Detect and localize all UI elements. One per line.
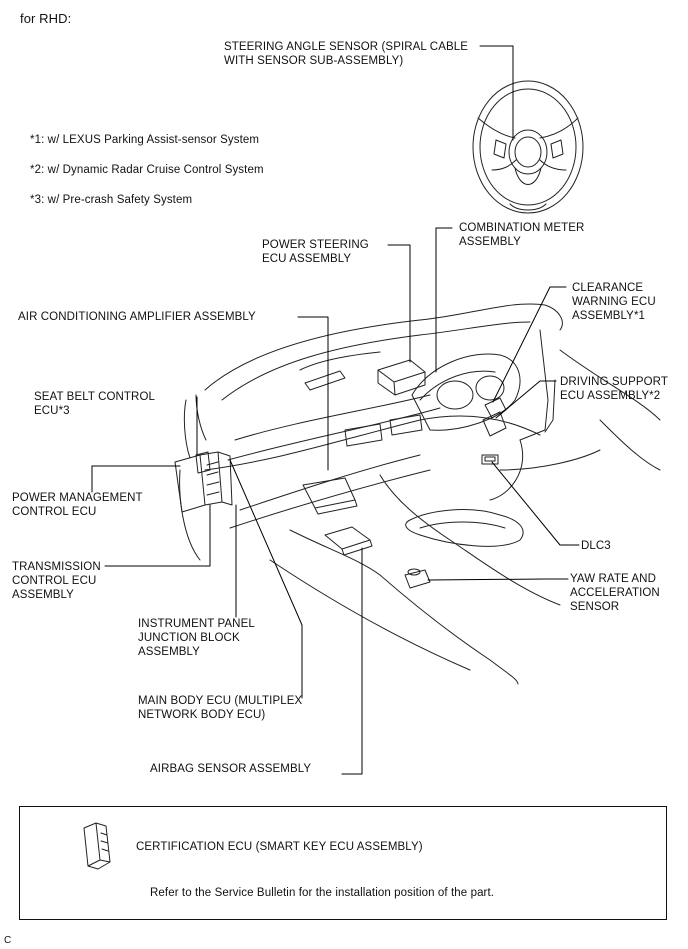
callout-clearance-warning-ecu: CLEARANCE WARNING ECU ASSEMBLY*1 bbox=[572, 282, 656, 322]
callout-seat-belt-control-ecu: SEAT BELT CONTROL ECU*3 bbox=[34, 391, 155, 417]
leader-lines bbox=[91, 45, 580, 775]
callout-airbag-sensor: AIRBAG SENSOR ASSEMBLY bbox=[150, 763, 312, 775]
component-parts-drawing bbox=[174, 353, 521, 589]
page-title: for RHD: bbox=[20, 11, 72, 26]
callout-main-body-ecu: MAIN BODY ECU (MULTIPLEX NETWORK BODY EC… bbox=[138, 695, 303, 721]
note-1: *1: w/ LEXUS Parking Assist-sensor Syste… bbox=[30, 134, 260, 146]
callout-transmission-control-ecu: TRANSMISSION CONTROL ECU ASSEMBLY bbox=[12, 561, 101, 601]
callout-steering-angle-sensor: STEERING ANGLE SENSOR (SPIRAL CABLE WITH… bbox=[224, 41, 469, 67]
callout-driving-support-ecu: DRIVING SUPPORT ECU ASSEMBLY*2 bbox=[560, 376, 668, 402]
callout-air-conditioning-amplifier: AIR CONDITIONING AMPLIFIER ASSEMBLY bbox=[18, 311, 256, 323]
certification-ecu-box bbox=[19, 806, 667, 920]
note-3: *3: w/ Pre-crash Safety System bbox=[30, 194, 193, 206]
figure-code: C bbox=[4, 935, 12, 946]
certification-ecu-label: CERTIFICATION ECU (SMART KEY ECU ASSEMBL… bbox=[136, 841, 423, 853]
callout-power-steering-ecu: POWER STEERING ECU ASSEMBLY bbox=[262, 239, 369, 265]
callout-yaw-rate-sensor: YAW RATE AND ACCELERATION SENSOR bbox=[570, 573, 660, 613]
steering-wheel-drawing bbox=[472, 80, 584, 214]
callout-instrument-panel-junction-block: INSTRUMENT PANEL JUNCTION BLOCK ASSEMBLY bbox=[138, 618, 255, 658]
callout-dlc3: DLC3 bbox=[581, 540, 611, 552]
note-2: *2: w/ Dynamic Radar Cruise Control Syst… bbox=[30, 164, 264, 176]
service-bulletin-note: Refer to the Service Bulletin for the in… bbox=[150, 887, 495, 899]
callout-combination-meter: COMBINATION METER ASSEMBLY bbox=[459, 222, 585, 248]
certification-ecu-drawing bbox=[83, 822, 111, 870]
callout-power-management-ecu: POWER MANAGEMENT CONTROL ECU bbox=[12, 492, 143, 518]
